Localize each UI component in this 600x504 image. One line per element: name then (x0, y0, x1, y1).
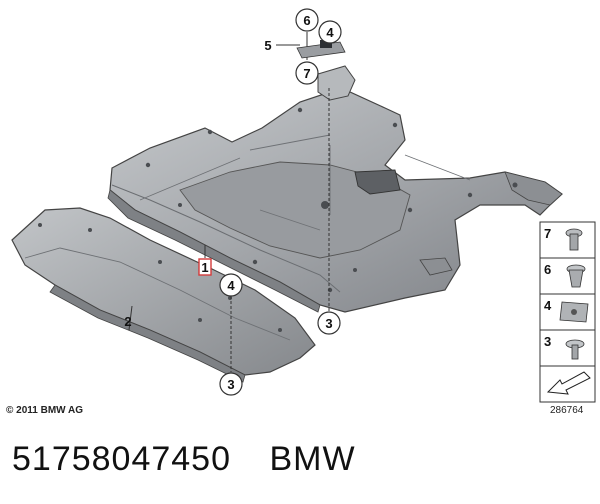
callout-5-left: 5 (264, 38, 271, 53)
svg-text:4: 4 (227, 278, 235, 293)
underbody-shield-main (107, 65, 563, 313)
callout-6-top: 6 (295, 8, 319, 32)
callout-4-top: 4 (318, 20, 342, 44)
part-number: 51758047450 (12, 440, 232, 478)
svg-text:2: 2 (124, 314, 131, 329)
svg-text:3: 3 (544, 334, 551, 349)
svg-text:7: 7 (544, 226, 551, 241)
svg-text:3: 3 (325, 316, 332, 331)
callout-4-front: 4 (219, 273, 243, 297)
fastener-legend: 7 6 4 3 (539, 221, 596, 403)
bolt-icon (565, 228, 583, 251)
direction-arrow-icon (546, 371, 591, 395)
front-shield-panel (11, 207, 316, 383)
copyright-text: © 2011 BMW AG (6, 405, 84, 416)
fastener-plate-top (296, 40, 346, 59)
legend-item-direction (539, 365, 596, 403)
svg-text:6: 6 (544, 262, 551, 277)
svg-text:4: 4 (544, 298, 552, 313)
callout-7-top: 7 (295, 61, 319, 85)
svg-text:6: 6 (303, 13, 310, 28)
callout-3-main: 3 (317, 311, 341, 335)
legend-item-bolt: 7 (539, 221, 596, 259)
svg-text:5: 5 (264, 38, 271, 53)
callout-2-label: 2 (124, 314, 131, 329)
svg-text:4: 4 (326, 25, 334, 40)
push-rivet-icon (565, 339, 585, 360)
clip-nut-icon (559, 301, 589, 323)
callout-3-front: 3 (219, 372, 243, 396)
svg-text:1: 1 (201, 260, 208, 275)
legend-item-push-rivet: 3 (539, 329, 596, 367)
brand-name: BMW (269, 440, 356, 478)
legend-item-expanding-rivet: 6 (539, 257, 596, 295)
expanding-rivet-icon (566, 264, 586, 288)
callout-1-marker: 1 (198, 258, 212, 276)
part-footer: 51758047450 BMW (12, 440, 384, 479)
diagram-number: 286764 (550, 405, 584, 416)
svg-text:7: 7 (303, 66, 310, 81)
parts-diagram: 6 4 5 7 1 2 4 3 3 7 (11, 8, 596, 403)
svg-text:3: 3 (227, 377, 234, 392)
legend-item-clip-nut: 4 (539, 293, 596, 331)
